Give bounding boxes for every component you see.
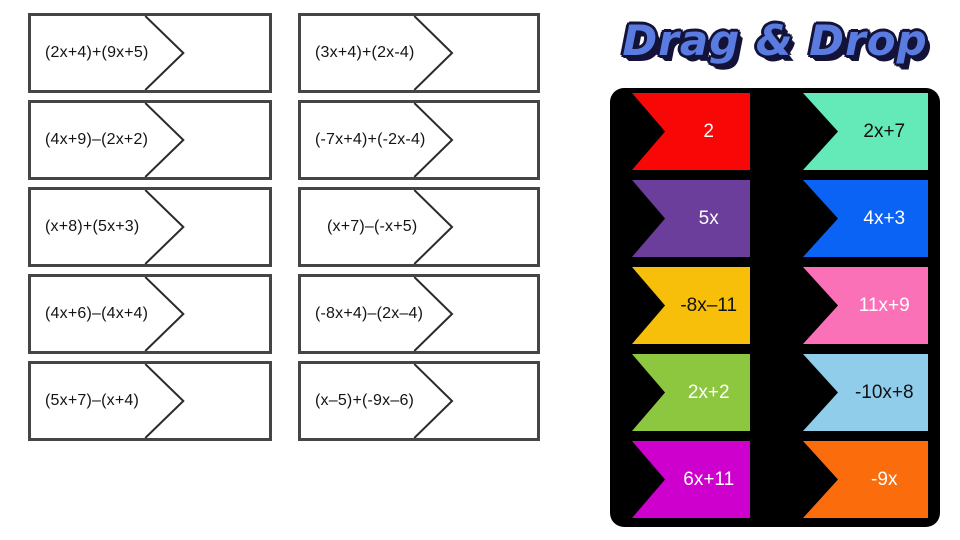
- answer-tag[interactable]: -8x–11: [632, 267, 750, 344]
- expression-card[interactable]: (x+7)–(-x+5): [298, 187, 540, 267]
- answer-tag-column-1: 2 5x -8x–11 2x+2 6x+11: [632, 93, 750, 518]
- answer-tag-column-2: 2x+7 4x+3 11x+9 -10x+8 -9x: [803, 93, 928, 518]
- expression-label: (x+7)–(-x+5): [327, 218, 418, 235]
- chevron-divider-icon: [31, 190, 269, 264]
- answer-tag[interactable]: 2x+2: [632, 354, 750, 431]
- chevron-divider-icon: [31, 277, 269, 351]
- answer-tag[interactable]: -10x+8: [803, 354, 928, 431]
- chevron-divider-icon: [31, 364, 269, 438]
- answer-tag-label: 5x: [698, 207, 719, 229]
- answer-tag[interactable]: -9x: [803, 441, 928, 518]
- answer-tag[interactable]: 6x+11: [632, 441, 750, 518]
- answer-tray: 2 5x -8x–11 2x+2 6x+11 2x+7 4x+3 11: [610, 88, 940, 527]
- answer-tag[interactable]: 5x: [632, 180, 750, 257]
- expression-card[interactable]: (3x+4)+(2x-4): [298, 13, 540, 93]
- answer-tag-label: 11x+9: [858, 294, 910, 316]
- expression-label: (2x+4)+(9x+5): [45, 44, 149, 61]
- expression-label: (3x+4)+(2x-4): [315, 44, 415, 61]
- answer-tag-label: 4x+3: [863, 207, 906, 229]
- expression-card[interactable]: (4x+6)–(4x+4): [28, 274, 272, 354]
- expression-label: (x–5)+(-9x–6): [315, 392, 415, 409]
- chevron-divider-icon: [301, 190, 537, 264]
- expression-label: (-7x+4)+(-2x-4): [315, 131, 426, 148]
- answer-tag[interactable]: 2x+7: [803, 93, 928, 170]
- chevron-divider-icon: [301, 277, 537, 351]
- expression-label: (4x+6)–(4x+4): [45, 305, 149, 322]
- expression-label: (-8x+4)–(2x–4): [315, 305, 424, 322]
- answer-tag-label: 6x+11: [683, 468, 735, 490]
- expression-card[interactable]: (x+8)+(5x+3): [28, 187, 272, 267]
- expression-card-column-2: (3x+4)+(2x-4) (-7x+4)+(-2x-4) (x+7)–(-x+…: [298, 13, 540, 441]
- chevron-divider-icon: [301, 103, 537, 177]
- chevron-divider-icon: [31, 16, 269, 90]
- expression-card[interactable]: (x–5)+(-9x–6): [298, 361, 540, 441]
- chevron-divider-icon: [301, 364, 537, 438]
- answer-tag[interactable]: 11x+9: [803, 267, 928, 344]
- drag-drop-title: Drag & Drop: [622, 16, 928, 65]
- expression-card[interactable]: (4x+9)–(2x+2): [28, 100, 272, 180]
- expression-card[interactable]: (2x+4)+(9x+5): [28, 13, 272, 93]
- expression-label: (4x+9)–(2x+2): [45, 131, 149, 148]
- answer-tag-label: 2x+2: [687, 381, 730, 403]
- answer-tag-label: -8x–11: [680, 294, 738, 316]
- expression-card[interactable]: (5x+7)–(x+4): [28, 361, 272, 441]
- chevron-divider-icon: [31, 103, 269, 177]
- answer-tag-label: -9x: [871, 468, 898, 490]
- answer-tag-label: 2: [703, 120, 714, 142]
- answer-tag-label: 2x+7: [863, 120, 906, 142]
- answer-tag[interactable]: 4x+3: [803, 180, 928, 257]
- chevron-divider-icon: [301, 16, 537, 90]
- expression-card-column-1: (2x+4)+(9x+5) (4x+9)–(2x+2) (x+8)+(5x+3)…: [28, 13, 272, 441]
- answer-tag-label: -10x+8: [854, 381, 914, 403]
- expression-label: (5x+7)–(x+4): [45, 392, 139, 409]
- answer-tag[interactable]: 2: [632, 93, 750, 170]
- expression-card[interactable]: (-7x+4)+(-2x-4): [298, 100, 540, 180]
- expression-card[interactable]: (-8x+4)–(2x–4): [298, 274, 540, 354]
- expression-label: (x+8)+(5x+3): [45, 218, 140, 235]
